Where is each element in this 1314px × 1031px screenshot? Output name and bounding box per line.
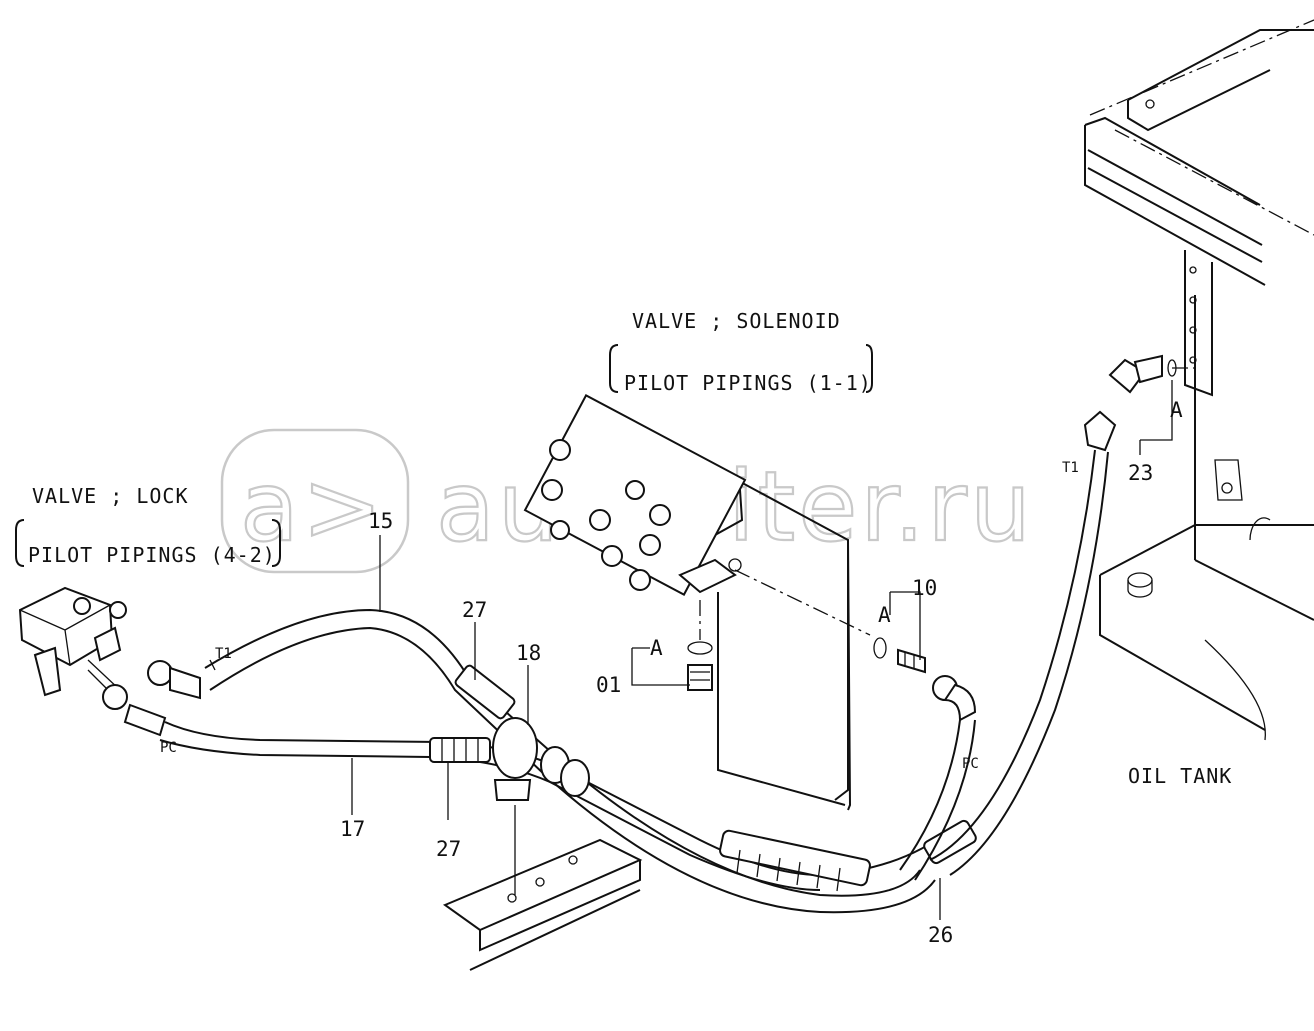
solenoid-valve-title: VALVE ; SOLENOID (632, 309, 841, 333)
watermark-logo: a> (240, 451, 385, 563)
solenoid-valve (523, 394, 871, 811)
part-15: 15 (368, 509, 393, 533)
hose-sleeves (429, 664, 977, 892)
hose-tank-return (929, 354, 1195, 876)
floor-bracket (442, 805, 643, 971)
part-01: 01 (596, 673, 621, 697)
fittings-solenoid (687, 637, 926, 691)
part-10: 10 (912, 576, 937, 600)
marker-pc-right: PC (962, 756, 979, 772)
marker-t1-right: T1 (1062, 460, 1079, 476)
clamp-18 (492, 717, 590, 801)
part-26: 26 (928, 923, 953, 947)
lock-valve-title: VALVE ; LOCK (32, 484, 189, 508)
marker-a-left: A (650, 636, 663, 660)
lock-valve (18, 586, 127, 697)
marker-a-right: A (1170, 398, 1183, 422)
watermark-logo-frame (220, 428, 410, 574)
text-labels: VALVE ; SOLENOID PILOT PIPINGS (1-1) VAL… (28, 309, 1232, 947)
part-27-bottom: 27 (436, 837, 461, 861)
leader-lines (209, 380, 1173, 920)
oil-tank-label: OIL TANK (1128, 764, 1232, 788)
oil-tank-frame (1084, 19, 1314, 741)
marker-pc-left: PC (160, 740, 177, 756)
marker-t1-left: T1 (215, 646, 232, 662)
part-23: 23 (1128, 461, 1153, 485)
part-17: 17 (340, 817, 365, 841)
part-27-top: 27 (462, 598, 487, 622)
lock-valve-reference: PILOT PIPINGS (4-2) (28, 543, 276, 567)
solenoid-valve-reference: PILOT PIPINGS (1-1) (624, 371, 872, 395)
reference-brackets (15, 344, 873, 567)
marker-a-mid: A (878, 603, 891, 627)
hose-26 (899, 675, 977, 881)
part-18: 18 (516, 641, 541, 665)
